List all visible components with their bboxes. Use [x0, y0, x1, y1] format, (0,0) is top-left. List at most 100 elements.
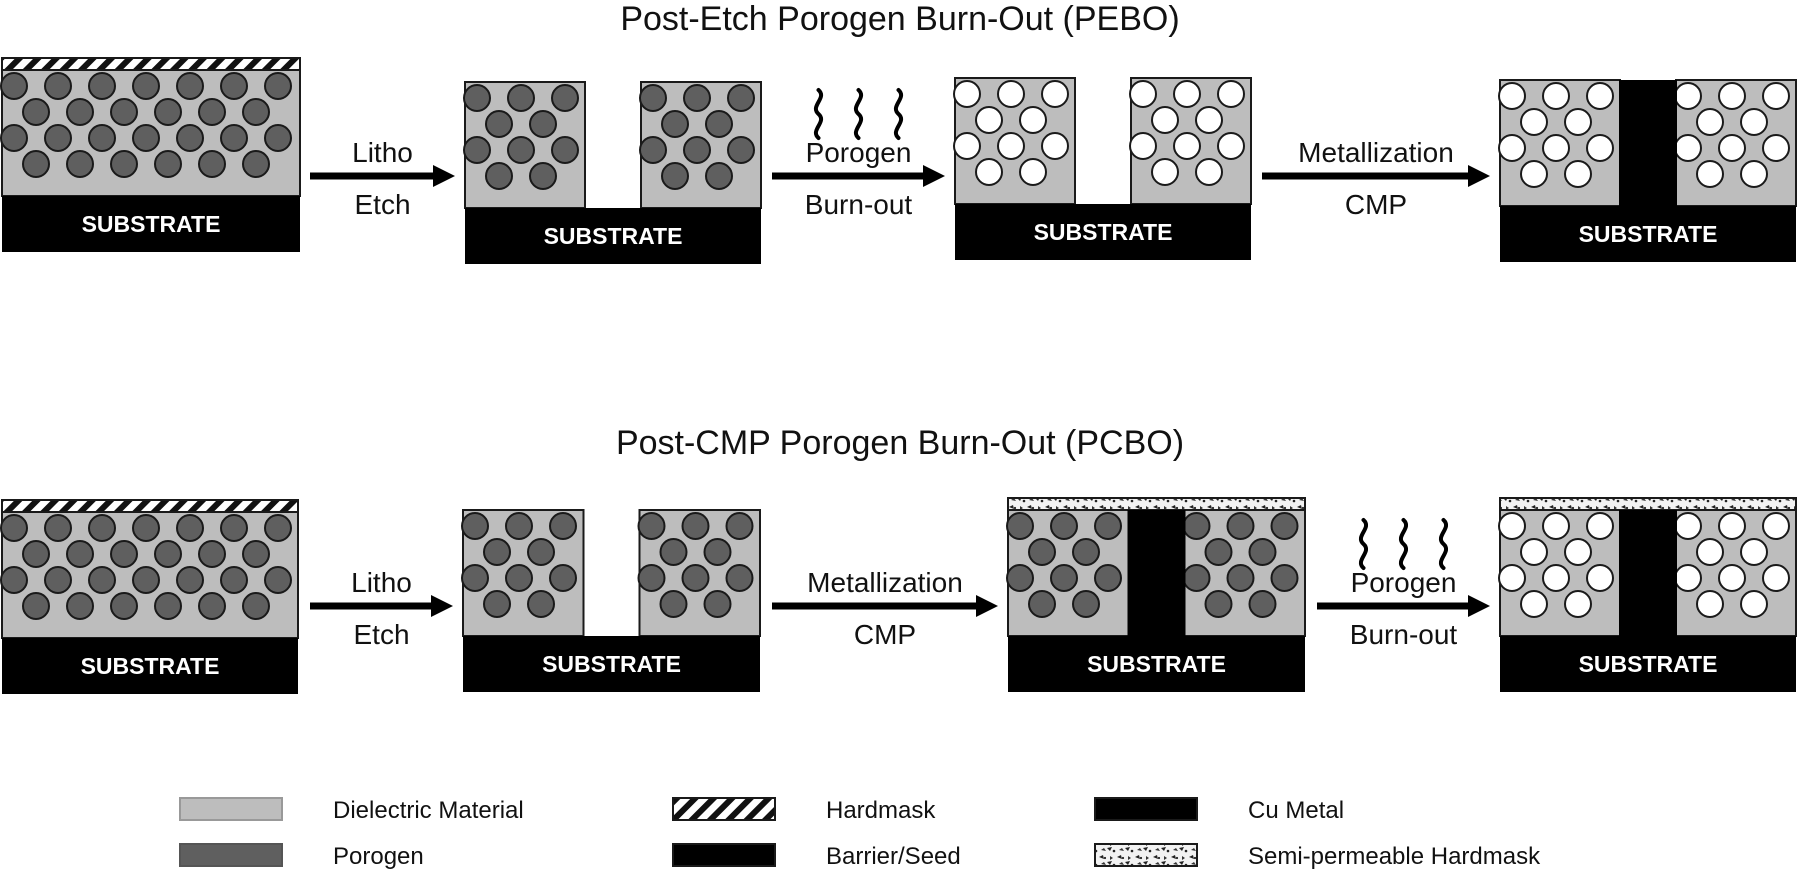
- step-label-top: Litho: [351, 567, 412, 598]
- legend-label-porogen: Porogen: [333, 843, 424, 870]
- porogen-particle: [659, 538, 688, 566]
- pore: [1740, 538, 1768, 566]
- pore: [1762, 82, 1790, 110]
- porogen-particle: [681, 512, 710, 540]
- process-stage: SUBSTRATE: [461, 509, 761, 692]
- pore: [1173, 80, 1201, 108]
- legend-label-hardmask: Hardmask: [826, 797, 936, 824]
- pore: [1520, 160, 1548, 188]
- porogen-particle: [463, 136, 491, 164]
- porogen-particle: [683, 136, 711, 164]
- porogen-particle: [461, 564, 489, 592]
- pore: [1740, 160, 1768, 188]
- legend: Dielectric MaterialPorogenHardmaskBarrie…: [179, 797, 1541, 870]
- porogen-particle: [0, 124, 28, 152]
- pore: [1564, 160, 1592, 188]
- step-label-top: Porogen: [806, 137, 912, 168]
- porogen-particle: [1182, 564, 1211, 592]
- pore: [1696, 160, 1724, 188]
- porogen-particle: [463, 84, 491, 112]
- semi-permeable-hardmask: [1499, 497, 1797, 511]
- porogen-particle: [154, 592, 182, 620]
- porogen-particle: [154, 150, 182, 178]
- pore: [1586, 134, 1614, 162]
- step-label-bottom: Etch: [354, 189, 410, 220]
- pebo-title: Post-Etch Porogen Burn-Out (PEBO): [620, 0, 1179, 38]
- pore: [1129, 80, 1157, 108]
- porogen-particle: [1072, 538, 1100, 566]
- pore: [1542, 512, 1570, 540]
- porogen-particle: [727, 84, 755, 112]
- porogen-particle: [44, 72, 72, 100]
- pore: [1019, 158, 1047, 186]
- process-stage: SUBSTRATE: [1498, 509, 1797, 692]
- porogen-particle: [220, 566, 248, 594]
- porogen-particle: [198, 540, 226, 568]
- substrate-block: [1008, 636, 1305, 692]
- pore: [1696, 590, 1724, 618]
- legend-swatch-barrier: [672, 843, 776, 867]
- porogen-particle: [527, 538, 555, 566]
- porogen-particle: [22, 540, 50, 568]
- pore: [1129, 132, 1157, 160]
- pore: [1151, 158, 1179, 186]
- porogen-particle: [703, 538, 732, 566]
- porogen-particle: [66, 592, 94, 620]
- pore: [1173, 132, 1201, 160]
- legend-label-dielectric: Dielectric Material: [333, 797, 524, 824]
- legend-swatch-dielectric: [179, 797, 283, 821]
- pore: [1151, 106, 1179, 134]
- substrate-label: SUBSTRATE: [1579, 221, 1718, 247]
- porogen-particle: [264, 72, 292, 100]
- porogen-particle: [505, 564, 533, 592]
- porogen-particle: [725, 512, 754, 540]
- porogen-particle: [154, 540, 182, 568]
- porogen-particle: [44, 514, 72, 542]
- pore: [1498, 512, 1526, 540]
- pore: [1195, 158, 1223, 186]
- porogen-particle: [88, 514, 116, 542]
- substrate-label: SUBSTRATE: [81, 653, 220, 679]
- porogen-particle: [88, 566, 116, 594]
- substrate-label: SUBSTRATE: [82, 211, 221, 237]
- porogen-particle: [1182, 512, 1211, 540]
- porogen-particle: [176, 72, 204, 100]
- porogen-particle: [637, 564, 666, 592]
- porogen-particle: [529, 110, 557, 138]
- porogen-particle: [705, 110, 733, 138]
- pore: [1762, 564, 1790, 592]
- porogen-particle: [727, 136, 755, 164]
- pore: [953, 132, 981, 160]
- pore: [1564, 590, 1592, 618]
- porogen-particle: [551, 84, 579, 112]
- porogen-particle: [659, 590, 688, 618]
- porogen-particle: [220, 124, 248, 152]
- pore: [1674, 512, 1702, 540]
- porogen-particle: [637, 512, 666, 540]
- step-label-top: Metallization: [807, 567, 963, 598]
- step-label-top: Metallization: [1298, 137, 1454, 168]
- porogen-particle: [507, 84, 535, 112]
- cu-metal-line: [1619, 510, 1677, 636]
- pore: [1718, 564, 1746, 592]
- porogen-particle: [110, 540, 138, 568]
- porogen-particle: [1094, 564, 1122, 592]
- pore: [1586, 82, 1614, 110]
- step-label-top: Litho: [352, 137, 413, 168]
- pore: [1542, 82, 1570, 110]
- arrow-head: [431, 595, 453, 617]
- porogen-particle: [549, 512, 577, 540]
- arrow-head: [1468, 595, 1490, 617]
- substrate-block: [2, 638, 298, 694]
- pore: [997, 80, 1025, 108]
- porogen-particle: [661, 162, 689, 190]
- porogen-particle: [22, 150, 50, 178]
- porogen-particle: [154, 98, 182, 126]
- porogen-particle: [110, 592, 138, 620]
- porogen-particle: [483, 590, 511, 618]
- porogen-particle: [88, 124, 116, 152]
- pore: [1520, 590, 1548, 618]
- pore: [1498, 134, 1526, 162]
- porogen-particle: [132, 566, 160, 594]
